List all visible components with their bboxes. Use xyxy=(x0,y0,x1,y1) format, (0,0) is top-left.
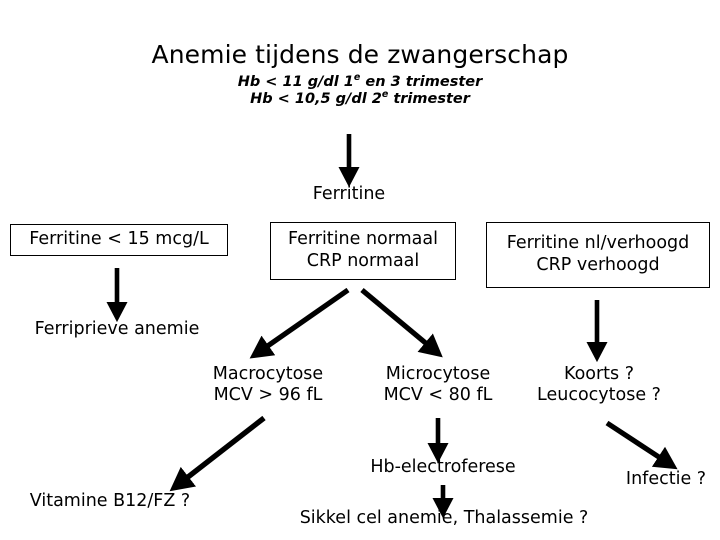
node-ferritine-root: Ferritine xyxy=(312,184,386,204)
box-ferritine-high-line-1: Ferritine nl/verhoogd xyxy=(506,233,690,254)
box-ferritine-low: Ferritine < 15 mcg/L xyxy=(10,224,228,256)
arrow-macro-to-vitamine xyxy=(169,415,266,492)
subtitle-line-2: Hb < 10,5 g/dl 2e trimester xyxy=(250,89,470,108)
node-vitamine-b12: Vitamine B12/FZ ? xyxy=(29,491,191,511)
box-ferritine-normal: Ferritine normaal CRP normaal xyxy=(270,222,456,280)
box-ferritine-normal-line-1: Ferritine normaal xyxy=(287,229,438,250)
subtitle-criteria: Hb < 11 g/dl 1e en 3 trimester Hb < 10,5… xyxy=(0,72,720,108)
node-microcytose-line-1: Microcytose xyxy=(385,364,491,384)
box-ferritine-low-label: Ferritine < 15 mcg/L xyxy=(29,229,209,250)
box-ferritine-high: Ferritine nl/verhoogd CRP verhoogd xyxy=(486,222,710,288)
node-ferriprieve-anemie: Ferriprieve anemie xyxy=(34,319,200,339)
superscript-e-2: e xyxy=(381,89,389,101)
node-sikkel-thalassemie: Sikkel cel anemie, Thalassemie ? xyxy=(299,508,589,528)
box-ferritine-high-line-2: CRP verhoogd xyxy=(536,255,660,275)
node-macrocytose-line-2: MCV > 96 fL xyxy=(213,384,323,405)
node-koorts-line-1: Koorts ? xyxy=(563,364,635,384)
node-macrocytose: Macrocytose MCV > 96 fL xyxy=(182,364,354,405)
page-title: Anemie tijdens de zwangerschap xyxy=(151,40,569,69)
node-microcytose: Microcytose MCV < 80 fL xyxy=(354,364,522,405)
node-microcytose-line-2: MCV < 80 fL xyxy=(383,384,493,405)
subtitle-line-1: Hb < 11 g/dl 1e en 3 trimester xyxy=(237,72,483,90)
arrow-normal-to-micro xyxy=(360,288,443,358)
node-koorts-line-2: Leucocytose ? xyxy=(537,384,661,405)
arrow-koorts-to-infectie xyxy=(605,420,678,470)
node-macrocytose-line-1: Macrocytose xyxy=(212,364,324,384)
superscript-e-1: e xyxy=(353,72,361,84)
node-infectie: Infectie ? xyxy=(625,469,707,489)
node-koorts-leucocytose: Koorts ? Leucocytose ? xyxy=(513,364,685,405)
arrow-normal-to-macro xyxy=(249,287,350,359)
node-hb-electroferese: Hb-electroferese xyxy=(370,457,516,477)
box-ferritine-normal-line-2: CRP normaal xyxy=(306,251,420,271)
